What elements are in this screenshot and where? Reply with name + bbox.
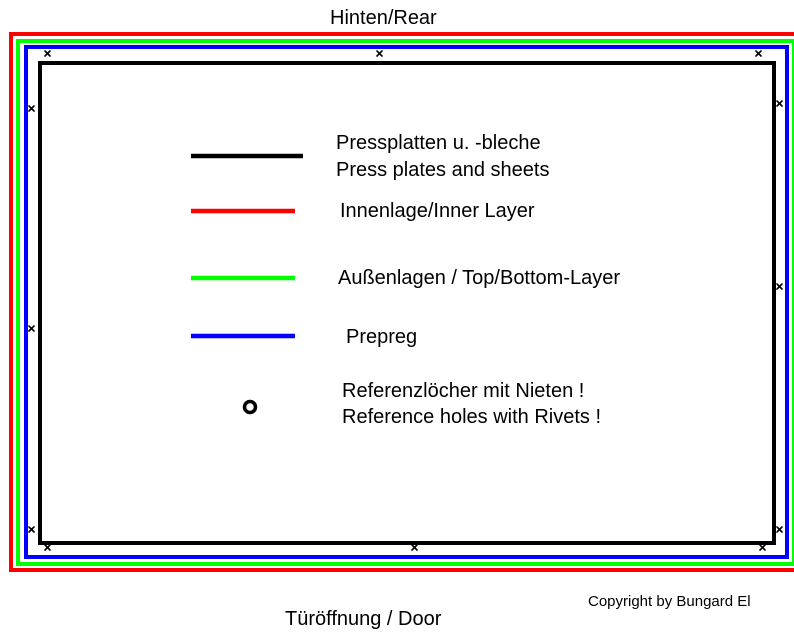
copyright-text: Copyright by Bungard El [588, 593, 751, 610]
rivet-marker [755, 50, 762, 57]
rivet-marker [776, 283, 783, 290]
rivet-marker [28, 526, 35, 533]
rivet-marker [28, 325, 35, 332]
bottom-label-door: Türöffnung / Door [285, 608, 442, 630]
inner-layer-outline [9, 32, 794, 572]
rivet-marker [376, 50, 383, 57]
rivet-marker [776, 526, 783, 533]
press-plate-outline [38, 61, 776, 545]
rivet-marker [28, 105, 35, 112]
rivet-markers [28, 50, 783, 551]
prepreg-outline [24, 45, 789, 559]
outer-layer-outline [16, 39, 794, 566]
rivet-marker [759, 544, 766, 551]
legend-text-outer-layers: Außenlagen / Top/Bottom-Layer [338, 267, 621, 289]
rivet-marker [411, 544, 418, 551]
rivet-marker [776, 100, 783, 107]
top-label-rear: Hinten/Rear [330, 7, 437, 29]
legend-text-press-plates-en: Press plates and sheets [336, 159, 550, 181]
rivet-marker [44, 544, 51, 551]
rivet-marker [44, 50, 51, 57]
legend-text-press-plates-de: Pressplatten u. -bleche [336, 132, 541, 154]
reference-hole-symbol [242, 399, 258, 415]
legend-text-prepreg: Prepreg [346, 326, 418, 348]
legend-text-reference-holes-de: Referenzlöcher mit Nieten ! [342, 380, 585, 402]
legend-text-reference-holes-en: Reference holes with Rivets ! [342, 406, 602, 428]
legend-text-inner-layer: Innenlage/Inner Layer [340, 200, 535, 222]
